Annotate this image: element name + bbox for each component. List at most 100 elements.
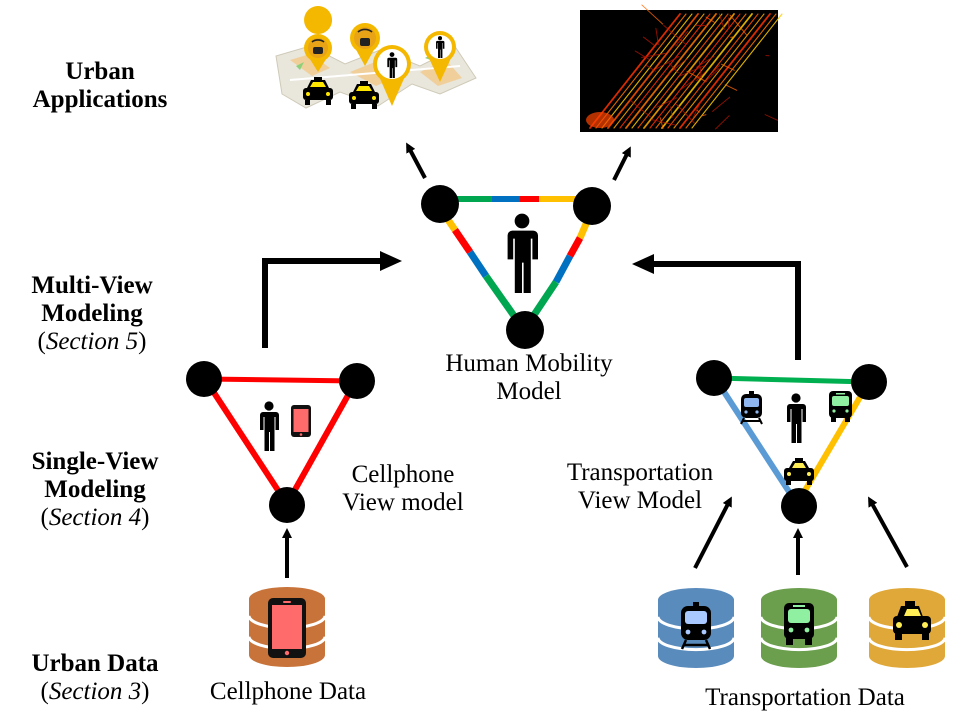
single-view-section: (Section 4) xyxy=(0,504,190,532)
heatmap-street xyxy=(595,13,687,129)
heatmap-street xyxy=(619,13,711,129)
heatmap-street xyxy=(685,13,777,129)
heatmap-hotspot xyxy=(586,112,614,128)
person-icon xyxy=(260,401,279,451)
heatmap-street xyxy=(663,25,687,45)
database-band xyxy=(656,637,736,652)
single-view-line2: Modeling xyxy=(44,476,146,503)
mobility-node-right xyxy=(573,187,611,225)
heatmap-street xyxy=(589,13,681,129)
paren-open: ( xyxy=(37,328,46,355)
heatmap-street xyxy=(692,100,702,119)
map-pin-person-1 xyxy=(373,45,411,106)
train-icon xyxy=(680,602,712,650)
map-pin-taxi-2 xyxy=(350,23,380,66)
heatmap-street xyxy=(650,119,677,126)
heatmap-street xyxy=(655,55,680,70)
urban-data-label: Urban Data (Section 3) xyxy=(0,650,190,706)
arrow-to-heatmap-app xyxy=(612,146,631,181)
heatmap-street xyxy=(670,106,673,118)
heatmap-street xyxy=(673,13,765,129)
cellphone-data-label: Cellphone Data xyxy=(209,678,367,705)
arrow-subway-data-to-view xyxy=(693,496,732,569)
heatmap-street xyxy=(629,99,651,118)
multi-view-section-text: Section 5 xyxy=(45,328,139,355)
arrow-to-map-app xyxy=(406,142,427,179)
heatmap-street xyxy=(691,13,783,129)
heatmap-street xyxy=(659,117,664,129)
person-icon xyxy=(787,393,806,443)
urban-applications-line2: Applications xyxy=(32,86,168,113)
single-view-section-text: Section 4 xyxy=(48,504,142,531)
traffic-heatmap-image xyxy=(580,4,783,132)
urban-applications-line1: Urban xyxy=(65,58,135,85)
transportation-view-model-graph xyxy=(696,360,887,524)
multi-view-line1: Multi-View xyxy=(31,272,153,299)
human-mobility-line1: Human Mobility xyxy=(445,350,613,377)
bus-icon xyxy=(784,603,814,645)
heatmap-street xyxy=(724,84,738,91)
cellphone-node-left xyxy=(186,361,222,397)
map-pin-person-2 xyxy=(424,31,456,82)
taxi-icon xyxy=(893,601,931,640)
transportation-view-line1: Transportation xyxy=(566,459,714,486)
paren-close: ) xyxy=(138,328,147,355)
database-band xyxy=(867,637,947,652)
urban-data-section: (Section 3) xyxy=(0,678,190,706)
urban-applications-label: Urban Applications xyxy=(0,58,200,114)
ride-hailing-map-image xyxy=(275,6,477,109)
bus-icon xyxy=(829,391,852,422)
cellphone-view-line1: Cellphone xyxy=(351,461,455,488)
heatmap-street xyxy=(666,58,688,77)
heatmap-street xyxy=(641,4,664,25)
heatmap-street xyxy=(649,13,741,129)
heatmap-street xyxy=(712,96,731,112)
cellphone-view-line2: View model xyxy=(342,489,464,516)
transport-node-right xyxy=(851,364,887,400)
single-view-modeling-label: Single-View Modeling (Section 4) xyxy=(0,448,190,532)
heatmap-street xyxy=(720,63,735,71)
heatmap-street xyxy=(661,13,753,129)
heatmap-street xyxy=(645,64,656,72)
paren-close: ) xyxy=(141,678,150,705)
map-pin-taxi-1 xyxy=(304,6,333,72)
transportation-view-model-label: Transportation View Model xyxy=(540,459,740,515)
train-icon xyxy=(740,391,763,425)
cellphone-view-model-graph xyxy=(186,361,375,523)
arrow-taxi-data-to-view xyxy=(868,496,909,568)
paren-close: ) xyxy=(141,504,150,531)
heatmap-street xyxy=(698,68,720,89)
heatmap-street xyxy=(686,70,707,83)
taxi-icon xyxy=(784,458,814,485)
heatmap-street xyxy=(701,114,707,117)
heatmap-street xyxy=(656,97,678,108)
transportation-view-line2: View Model xyxy=(577,487,703,514)
heatmap-street xyxy=(679,13,771,129)
taxi-car-2 xyxy=(349,81,379,109)
heatmap-street xyxy=(642,36,655,46)
urban-data-section-text: Section 3 xyxy=(48,678,142,705)
multi-view-line2: Modeling xyxy=(41,300,143,327)
multi-view-modeling-label: Multi-View Modeling (Section 5) xyxy=(0,272,184,356)
single-view-line1: Single-View xyxy=(31,448,159,475)
taxi-car-1 xyxy=(303,77,333,105)
heatmap-street xyxy=(643,13,735,129)
heatmap-street xyxy=(667,13,759,129)
heatmap-street xyxy=(676,103,695,124)
transportation-data-label: Transportation Data xyxy=(705,684,905,711)
cellphone-view-model-label: Cellphone View model xyxy=(318,461,488,517)
heatmap-street xyxy=(634,50,650,60)
heatmap-street xyxy=(637,13,729,129)
human-mobility-model-graph xyxy=(421,185,611,349)
heatmap-street xyxy=(607,13,699,129)
paren-open: ( xyxy=(40,504,49,531)
heatmap-street xyxy=(668,62,679,74)
heatmap-street xyxy=(705,16,716,24)
person-icon xyxy=(507,213,538,293)
heatmap-street xyxy=(641,52,666,58)
mobility-node-bottom xyxy=(506,311,544,349)
heatmap-street xyxy=(601,13,693,129)
heatmap-street xyxy=(678,75,701,92)
heatmap-street xyxy=(698,61,702,79)
